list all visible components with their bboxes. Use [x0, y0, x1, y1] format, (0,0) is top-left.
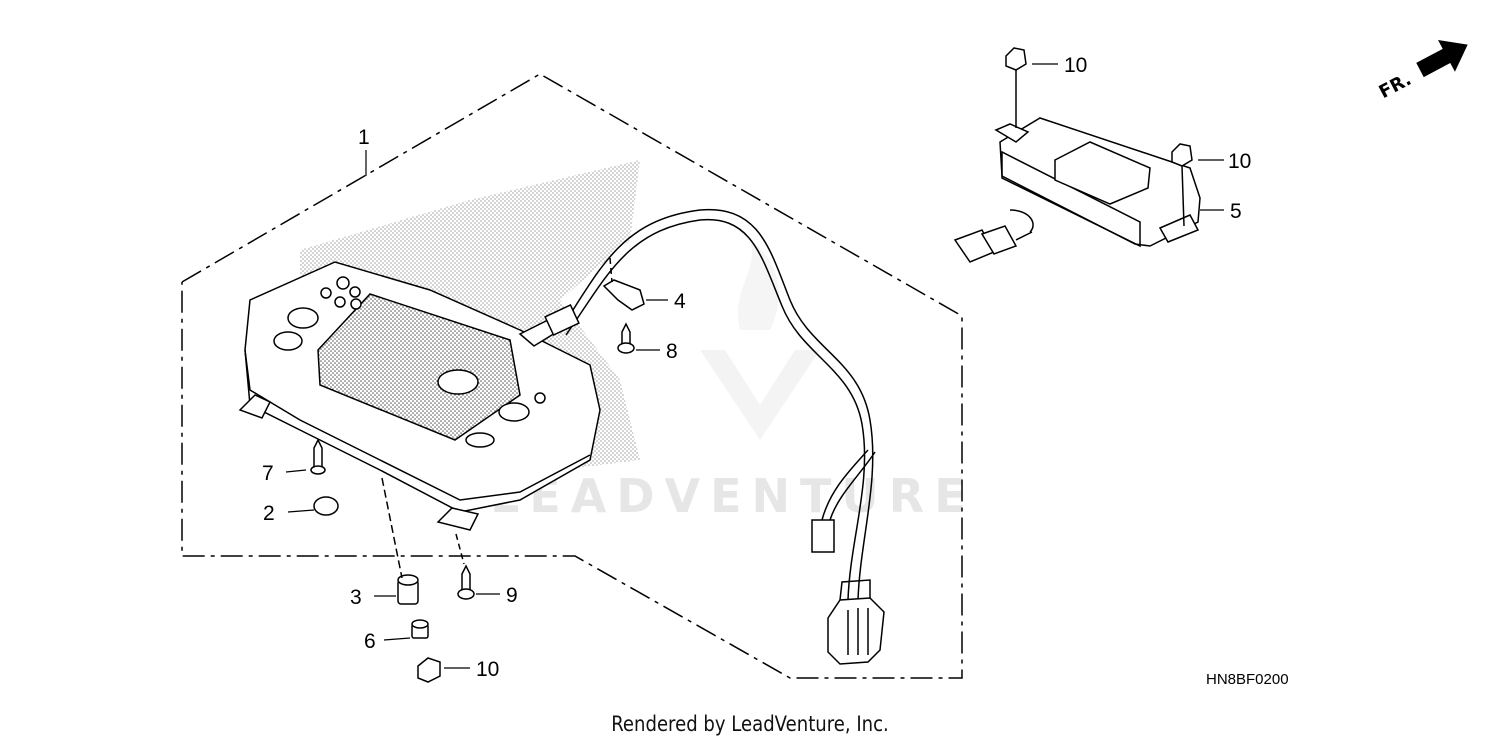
module-unit — [953, 117, 1201, 263]
watermark-logo — [700, 240, 820, 440]
callout-4: 4 — [674, 290, 686, 313]
callout-7: 7 — [262, 462, 274, 485]
callout-10-top: 10 — [1064, 54, 1087, 77]
callout-10-right: 10 — [1228, 150, 1251, 173]
clamp-4 — [602, 257, 645, 311]
nut-10-right — [1171, 143, 1193, 227]
nut-10-top — [1005, 47, 1027, 128]
callout-10-bottom: 10 — [476, 658, 499, 681]
assembly-outline — [181, 73, 963, 679]
screw-7 — [310, 438, 326, 475]
watermark-text: LEADVENTURE — [490, 469, 976, 523]
leader-lines — [285, 63, 1224, 669]
callout-6: 6 — [364, 630, 376, 653]
harness-connector — [827, 579, 885, 665]
collar-6 — [411, 619, 429, 639]
callout-2: 2 — [263, 502, 275, 525]
callout-8: 8 — [666, 340, 678, 363]
screw-9 — [455, 533, 475, 600]
callout-5: 5 — [1230, 200, 1242, 223]
footer-credit: Rendered by LeadVenture, Inc. — [611, 712, 889, 736]
wire-harness — [518, 208, 876, 601]
meter-assembly — [238, 261, 601, 531]
nut-10-bottom — [417, 657, 441, 683]
front-direction-arrow: FR. — [1376, 40, 1468, 103]
callout-9: 9 — [506, 584, 518, 607]
direction-label: FR. — [1376, 69, 1415, 103]
grommet-3 — [381, 477, 419, 605]
screw-8 — [617, 322, 635, 354]
diagram-code: HN8BF0200 — [1206, 671, 1289, 688]
callout-1: 1 — [358, 126, 370, 149]
cap-2 — [313, 496, 339, 516]
callout-3: 3 — [350, 586, 362, 609]
